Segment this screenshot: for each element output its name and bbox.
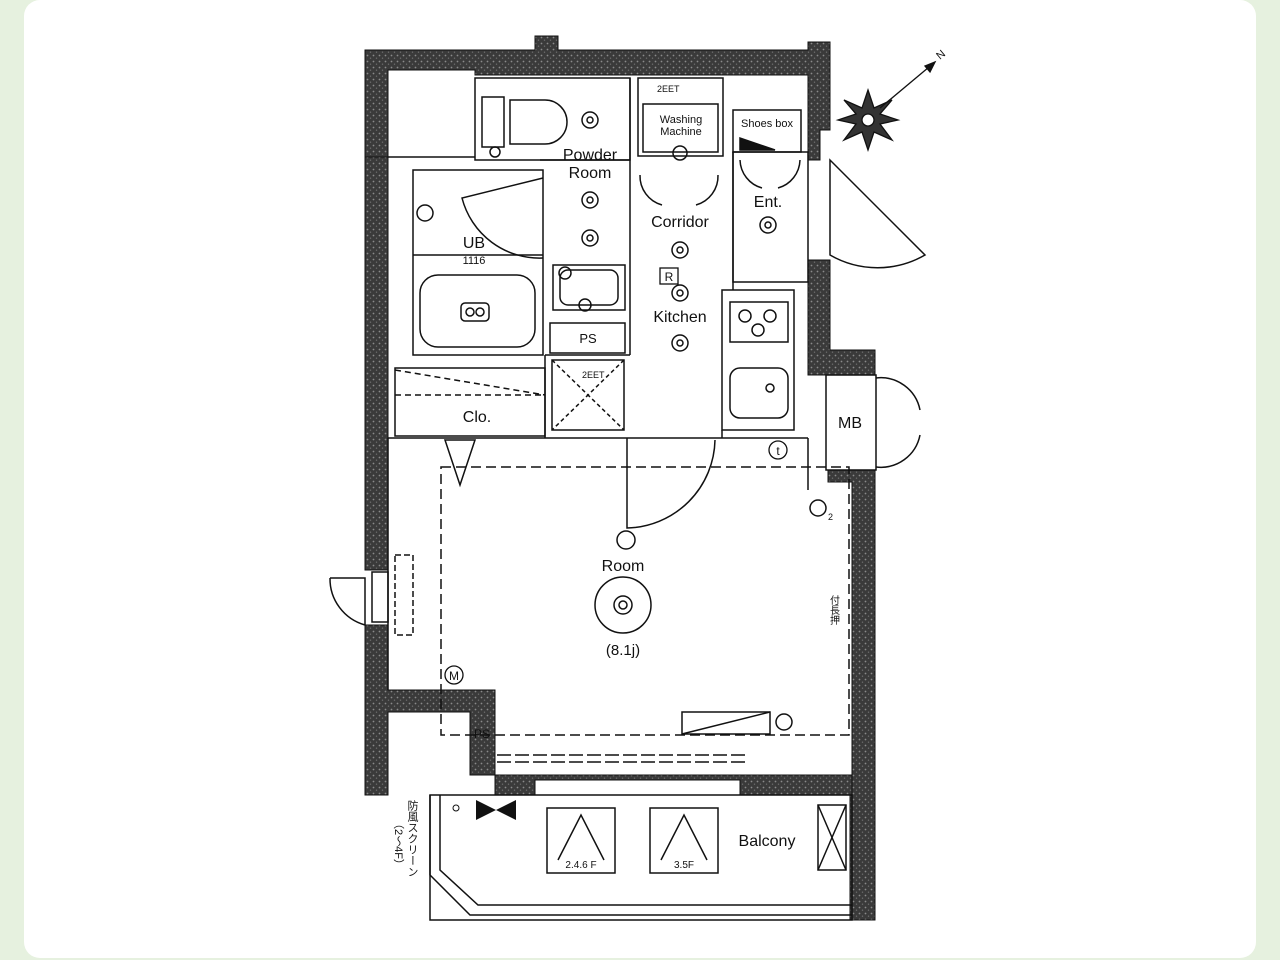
- ladder-b-box: [649, 807, 719, 874]
- wall-left: [364, 156, 389, 571]
- entrance-label: Ent.: [754, 194, 782, 211]
- entrance-door: [829, 158, 927, 269]
- compass-north-label: N: [934, 48, 948, 62]
- closet-label: Clo.: [463, 409, 491, 426]
- left-door: [329, 577, 366, 626]
- wall-right-upper: [807, 259, 876, 376]
- thermostat-label: t: [776, 444, 780, 458]
- washing-machine-label-line2: Machine: [660, 126, 702, 138]
- code-2eet-shower: 2EET: [582, 370, 605, 380]
- powder-room-label-line1: Powder: [563, 147, 618, 164]
- code-2eet-top: 2EET: [657, 84, 680, 94]
- interior-walls: [371, 77, 877, 921]
- wall-bottom: [494, 774, 853, 796]
- fire-escape-hatch-icon: [452, 800, 516, 820]
- balcony-box: [429, 794, 853, 921]
- meter-box: [825, 374, 877, 471]
- ladder-b-label: 3.5F: [674, 860, 694, 871]
- compass-icon: [835, 60, 937, 153]
- ladder-a-label: 2.4.6 F: [565, 860, 596, 871]
- meter-box-label: MB: [838, 415, 862, 432]
- washing-machine-box: [637, 77, 724, 157]
- powder-room-label-line2: Room: [569, 165, 612, 182]
- corridor-label: Corridor: [651, 214, 709, 231]
- multimedia-outlet-label: M: [449, 669, 459, 683]
- unit-bath-size: 1116: [463, 255, 486, 267]
- room-door: [626, 438, 716, 529]
- ent-door-small: [739, 159, 801, 189]
- mb-door-bottom: [875, 434, 921, 469]
- note-vertical: 付長押: [828, 594, 840, 626]
- room-size-label: (8.1j): [606, 642, 640, 659]
- balcony-label: Balcony: [739, 833, 796, 850]
- refrigerator-mark: [659, 267, 679, 285]
- doors: [329, 158, 927, 626]
- kitchen-label: Kitchen: [653, 309, 706, 326]
- room-labels: Powder Room Washing Machine Shoes box Co…: [463, 114, 862, 871]
- closet-door: [443, 439, 477, 488]
- ub-door: [461, 177, 544, 259]
- ladder-a-box: [546, 807, 616, 874]
- wind-screen-floors: （2〜4F）: [392, 818, 405, 870]
- mb-door-top: [875, 376, 921, 411]
- sub-2-label: 2: [828, 512, 833, 522]
- refrigerator-label: R: [665, 270, 674, 284]
- room-label: Room: [602, 558, 645, 575]
- kitchen-counter: [721, 289, 795, 431]
- unit-bath-box: [412, 169, 544, 356]
- room-ceiling-light: [594, 576, 652, 634]
- shower-box: [551, 359, 625, 431]
- wall-top: [364, 35, 831, 161]
- washing-machine-label-line1: Washing: [660, 114, 702, 126]
- ps-upper-label: PS: [579, 331, 597, 346]
- ps-lower-label: PS: [474, 727, 490, 741]
- corridor-door: [639, 174, 719, 206]
- plan-card: [24, 0, 1256, 958]
- wall-left-lower: [364, 624, 496, 796]
- light-fixtures: [416, 96, 827, 731]
- symbol-marks: R M t 2EET 2EET 2: [444, 84, 833, 685]
- ps-box-upper: [549, 322, 626, 354]
- unit-bath-label: UB: [463, 235, 485, 252]
- shoes-box-label: Shoes box: [741, 118, 793, 130]
- wind-screen-note: 防風スクリーン: [406, 799, 419, 877]
